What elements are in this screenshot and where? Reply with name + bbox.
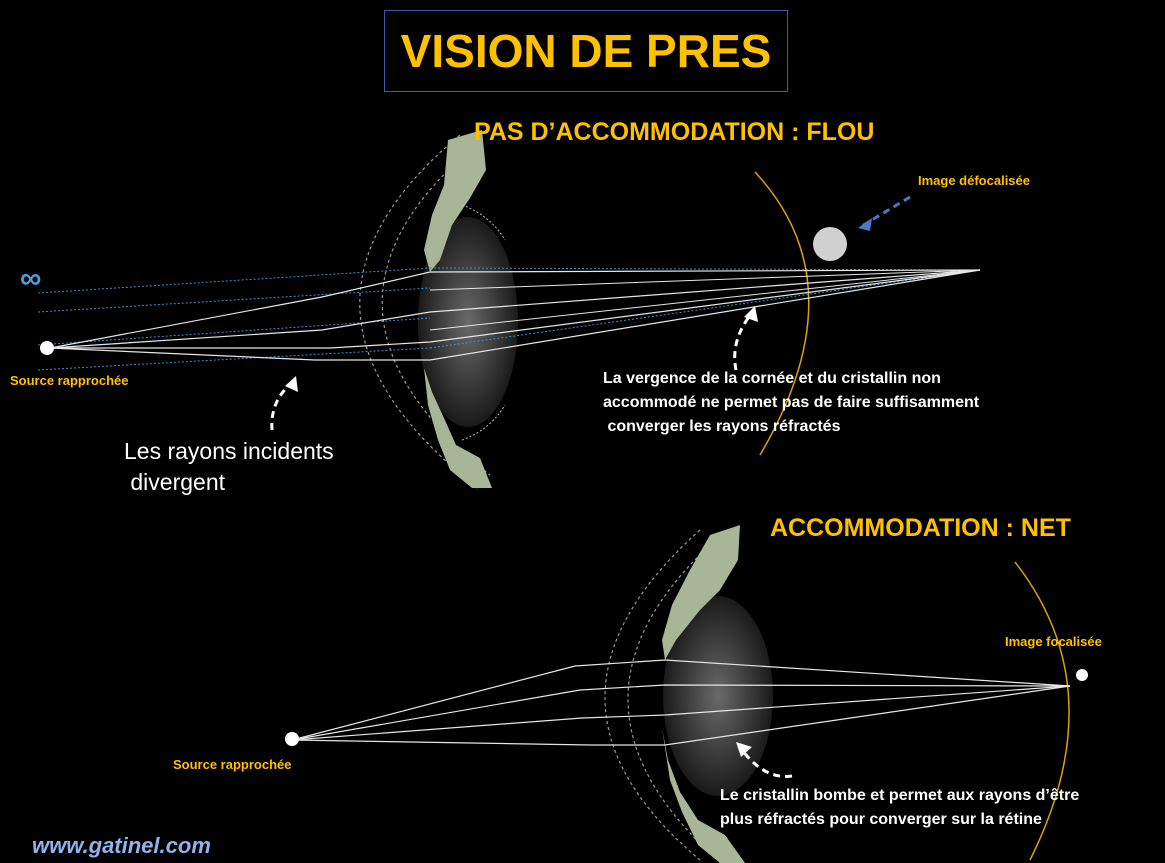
top-image-label: Image défocalisée: [918, 173, 1030, 188]
bottom-source-label: Source rapprochée: [173, 757, 292, 772]
incident-rays-caption: Les rayons incidents divergent: [124, 438, 334, 495]
bottom-iris-lower: [662, 728, 745, 863]
bottom-source-dot: [285, 732, 299, 746]
top-blue-ray: [37, 317, 431, 346]
bottom-arrows: [736, 742, 793, 778]
top-defocused-image: [813, 227, 847, 261]
top-blue-ray: [429, 269, 981, 349]
bottom-heading: ACCOMMODATION : NET: [770, 514, 1071, 542]
top-heading: PAS D’ACCOMMODATION : FLOU: [474, 118, 875, 146]
bottom-image-label: Image focalisée: [1005, 634, 1102, 649]
top-iris-lower: [424, 368, 492, 488]
top-eye: [359, 130, 810, 491]
vergence-caption: La vergence de la cornée et du cristalli…: [603, 370, 980, 435]
top-blue-ray: [37, 267, 431, 294]
website-watermark: www.gatinel.com: [32, 833, 211, 858]
top-source-dot: [40, 341, 54, 355]
bottom-white-ray: [291, 685, 1071, 746]
top-crystalline-lens: [418, 217, 518, 427]
top-white-arrow-vergence: [733, 312, 754, 371]
page-title: VISION DE PRES: [400, 25, 772, 77]
top-arrows: [270, 195, 911, 431]
bottom-focused-image: [1076, 669, 1088, 681]
bottom-white-ray: [291, 659, 1071, 741]
bottom-rays: [285, 659, 1088, 746]
top-blue-ray: [37, 347, 431, 371]
top-rays: [37, 227, 981, 371]
bottom-white-arrow-lens: [740, 749, 793, 778]
bottom-iris-upper: [662, 525, 740, 660]
bottom-retina-arc: [1014, 561, 1070, 861]
infinity-symbol: ∞: [20, 262, 42, 295]
top-white-ray: [429, 269, 981, 291]
top-white-ray: [50, 269, 981, 349]
top-blue-ray: [37, 287, 431, 313]
top-white-ray: [49, 269, 981, 349]
top-white-ray: [429, 269, 981, 331]
top-white-arrow-incident: [270, 380, 294, 431]
top-white-ray: [49, 269, 981, 349]
bottom-cornea-inner: [627, 544, 713, 856]
bottom-cornea-outer: [604, 529, 701, 861]
top-retina-arc: [754, 171, 810, 456]
top-white-ray: [49, 269, 981, 361]
top-cornea-outer: [359, 134, 481, 491]
top-source-label: Source rapprochée: [10, 373, 129, 388]
lens-caption: Le cristallin bombe et permet aux rayons…: [720, 787, 1080, 828]
top-iris-upper: [424, 130, 486, 272]
bottom-white-ray: [291, 685, 1071, 741]
title-box: VISION DE PRES: [384, 10, 788, 92]
bottom-white-ray: [291, 684, 1071, 741]
